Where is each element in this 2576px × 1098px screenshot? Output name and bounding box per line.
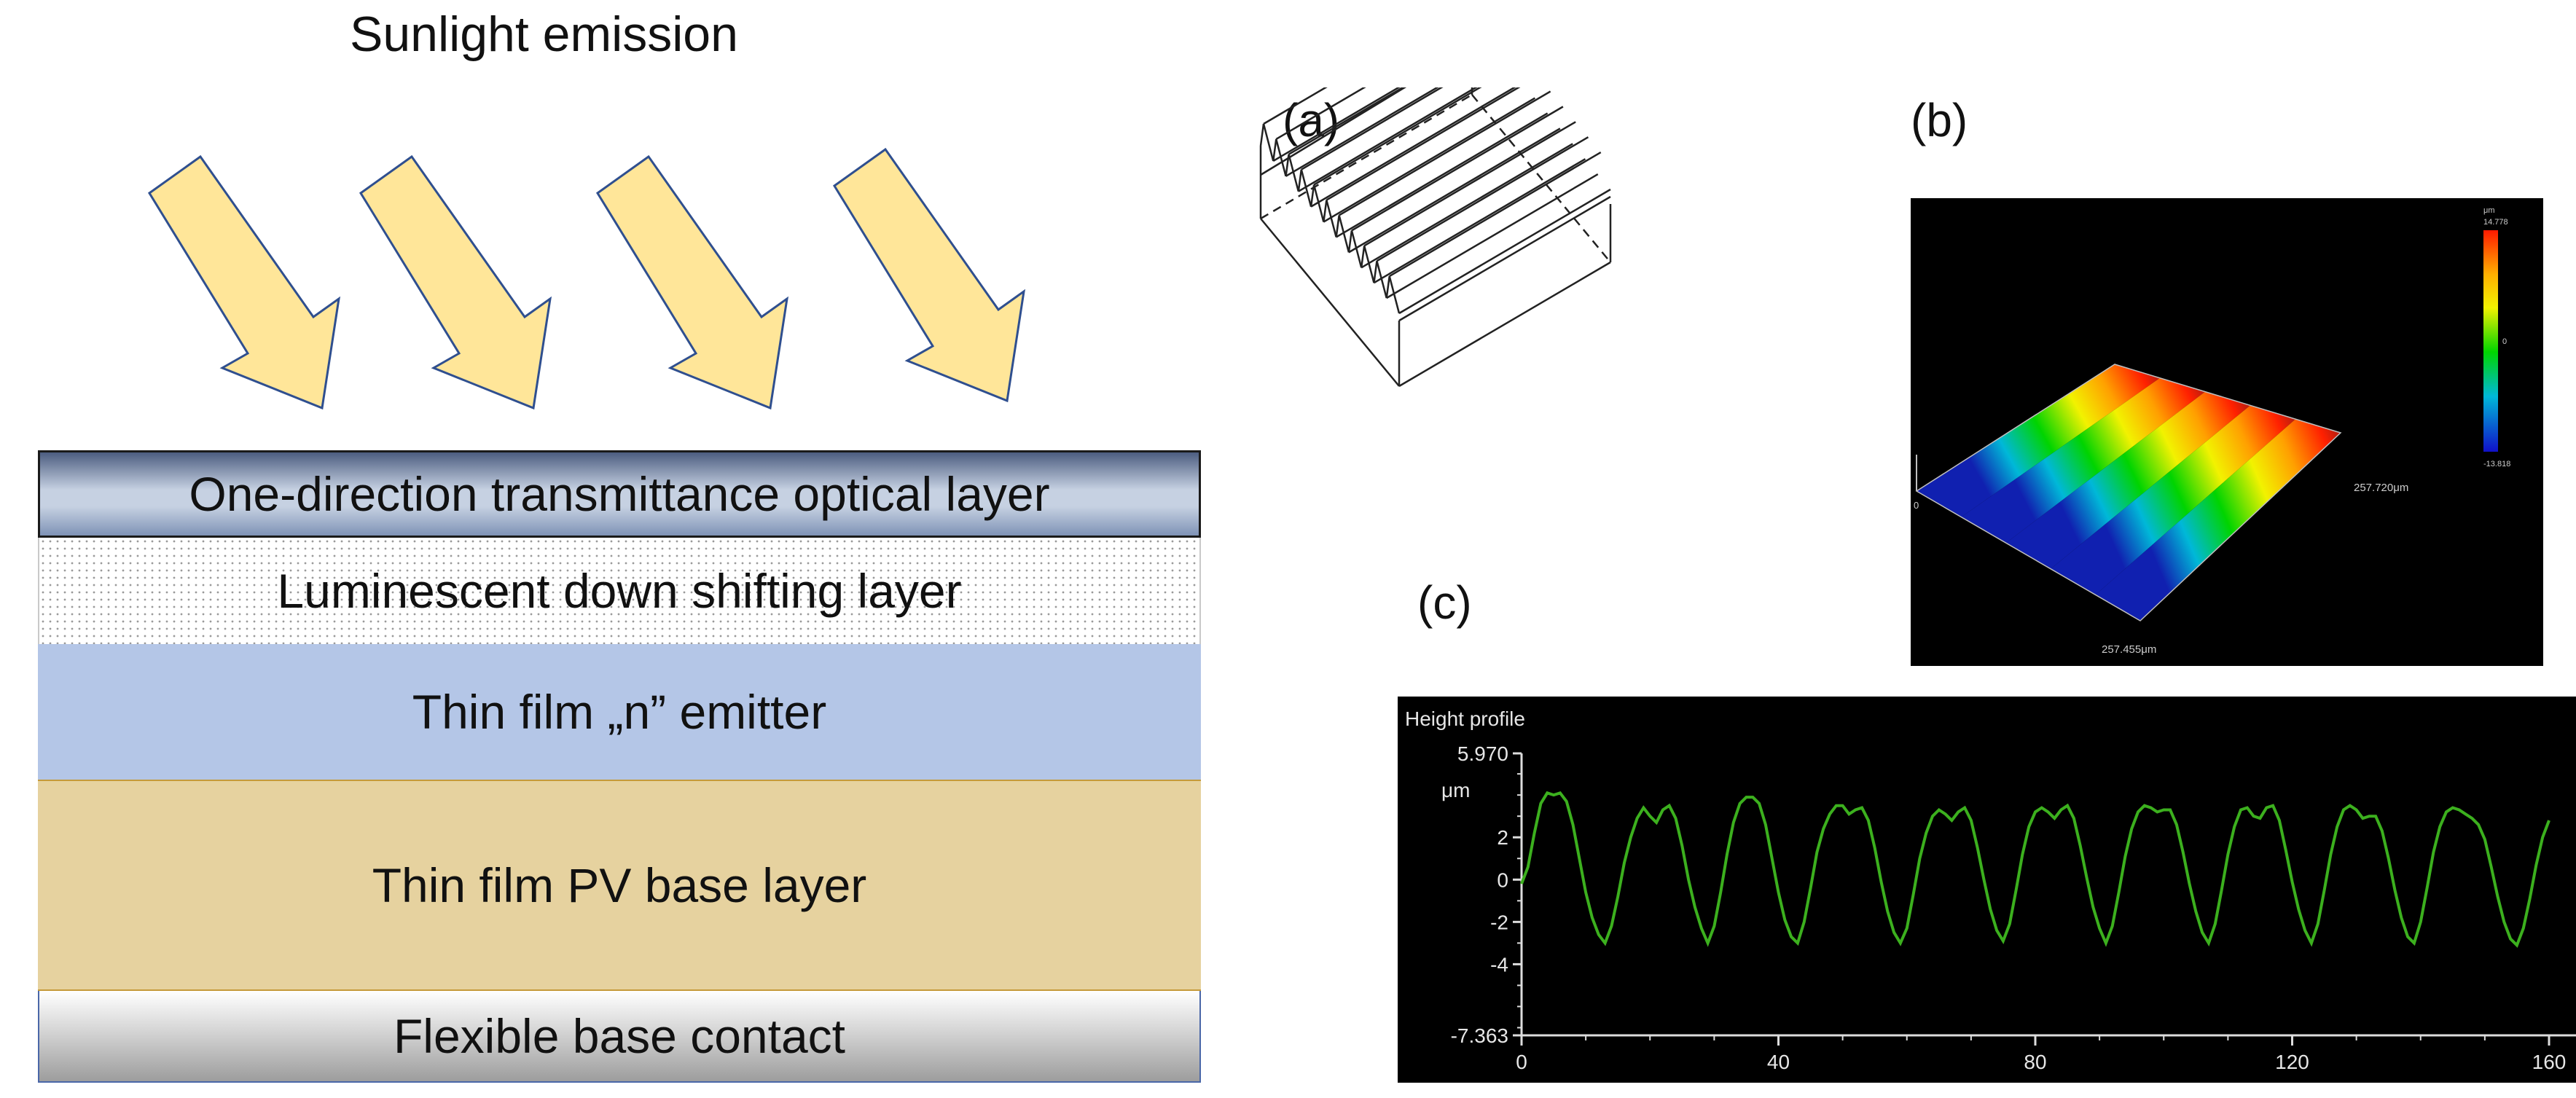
colorbar-min: -13.818 (2483, 460, 2510, 468)
height-profile-svg: Height profile μm 0 40 80 120 160 5.970 2 0 -2 -4… (1405, 707, 2576, 1073)
surface-topography-image: μm 14.778 0 -13.818 0 257.720μm 257.455μ… (1911, 198, 2543, 666)
topography-svg: μm 14.778 0 -13.818 0 257.720μm 257.455μ… (1914, 206, 2510, 656)
colorbar-mid: 0 (2502, 337, 2507, 346)
surface-stripe (2051, 405, 2295, 595)
sunlight-arrow-icon (832, 147, 1026, 403)
chart-title: Height profile (1405, 707, 1525, 730)
surface-stripe (2005, 391, 2250, 569)
colorbar-unit: μm (2483, 206, 2495, 215)
x-tick-label: 0 (1516, 1051, 1527, 1073)
grating-wireframe (1259, 87, 1612, 388)
surface-stripe (2095, 419, 2341, 621)
x-tick-label: 120 (2275, 1051, 2309, 1073)
x-tick-label: 80 (2024, 1051, 2046, 1073)
sunlight-arrow-icon (359, 154, 552, 410)
sunlight-arrow-icon (595, 154, 789, 410)
sunlight-arrow-icon (147, 154, 341, 410)
luminescent-layer: Luminescent down shifting layer (38, 538, 1201, 644)
y-tick-label: -7.363 (1451, 1024, 1508, 1047)
panel-c-label: (c) (1417, 576, 1472, 629)
height-profile-chart: Height profile μm 0 40 80 120 160 5.970 2 0 -2 -4… (1398, 697, 2576, 1083)
y-tick-label: -4 (1490, 953, 1508, 976)
x-tick-label: 40 (1767, 1051, 1790, 1073)
x-tick-label: 160 (2532, 1051, 2567, 1073)
surface-stripe (1961, 377, 2205, 544)
y-tick-label: 5.970 (1457, 742, 1508, 765)
dim-x-label: 257.720μm (2354, 482, 2408, 494)
panel-a-label: (a) (1283, 94, 1340, 146)
height-profile-line (1520, 791, 2550, 948)
surface-stripe (1917, 364, 2160, 517)
y-axis-unit: μm (1441, 779, 1470, 801)
colorbar (2483, 230, 2498, 452)
y-tick-label: -2 (1490, 911, 1508, 933)
sunlight-emission-title: Sunlight emission (350, 7, 738, 62)
sunlight-arrows (147, 147, 1026, 410)
emitter-layer: Thin film „n” emitter (38, 644, 1201, 780)
dim-y-label: 257.455μm (2102, 643, 2156, 656)
base-contact-layer: Flexible base contact (38, 991, 1201, 1083)
y-tick-label: 0 (1497, 868, 1508, 891)
surface-stripes (1917, 364, 2341, 621)
colorbar-max: 14.778 (2483, 218, 2508, 227)
panel-b-label: (b) (1911, 94, 1968, 146)
y-tick-label: 2 (1497, 826, 1508, 849)
optical-layer: One-direction transmittance optical laye… (38, 450, 1201, 538)
origin-label: 0 (1914, 500, 1919, 511)
pv-base-layer: Thin film PV base layer (38, 780, 1201, 991)
